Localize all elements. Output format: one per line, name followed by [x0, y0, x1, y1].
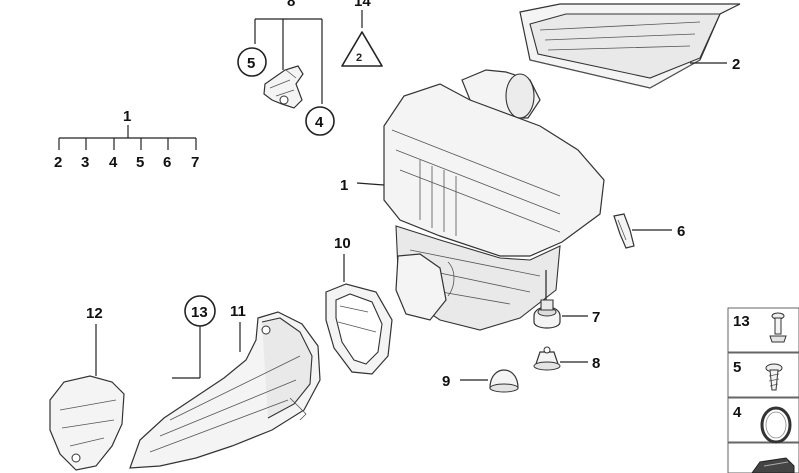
callout-group-4: 4	[109, 154, 118, 171]
callout-8-top: 8	[287, 0, 295, 10]
warning-triangle-icon: 2	[341, 31, 383, 67]
air-flow-sensor-part	[263, 65, 304, 109]
bump-stop-part	[533, 346, 561, 371]
rubber-mount-part	[533, 270, 561, 329]
side-label-4: 4	[733, 404, 742, 421]
callout-7: 7	[592, 309, 600, 326]
clip-part	[613, 213, 635, 249]
callout-14-top: 14	[354, 0, 371, 10]
side-label-5: 5	[733, 359, 741, 376]
air-filter-housing-part	[383, 69, 605, 331]
push-rivet-icon	[769, 312, 787, 343]
callout-group-3: 3	[81, 154, 89, 171]
callout-4: 4	[315, 114, 324, 131]
callout-5: 5	[247, 55, 255, 72]
callout-11: 11	[230, 303, 246, 320]
leader-1-main	[356, 182, 385, 186]
callout-10: 10	[334, 235, 351, 252]
warning-symbol-text: 2	[356, 52, 362, 64]
callout-9: 9	[442, 373, 450, 390]
side-label-13: 13	[733, 313, 750, 330]
callout-group-2: 2	[54, 154, 62, 171]
callout-1-group: 1	[123, 108, 131, 125]
fastener-side-panel: 13 5 4	[727, 307, 799, 473]
cap-part	[489, 369, 519, 393]
callout-2: 2	[732, 56, 740, 73]
callout-12: 12	[86, 305, 103, 322]
callout-circle-4	[305, 106, 335, 136]
gasket-strip-icon	[751, 457, 795, 473]
seal-ring-part	[325, 283, 393, 375]
callout-13: 13	[191, 304, 208, 321]
side-box-5	[727, 352, 799, 398]
callout-1-main: 1	[340, 177, 348, 194]
intake-duct-part	[129, 311, 321, 469]
callout-6: 6	[677, 223, 685, 240]
duct-cover-part	[49, 375, 125, 471]
callout-8: 8	[592, 355, 600, 372]
callout-group-7: 7	[191, 154, 199, 171]
side-box-13	[727, 307, 799, 353]
callout-circle-5	[237, 47, 267, 77]
air-filter-element-part	[519, 3, 741, 89]
screw-icon	[765, 363, 783, 391]
callout-group-5: 5	[136, 154, 144, 171]
callout-group-6: 6	[163, 154, 171, 171]
o-ring-icon	[760, 406, 792, 444]
